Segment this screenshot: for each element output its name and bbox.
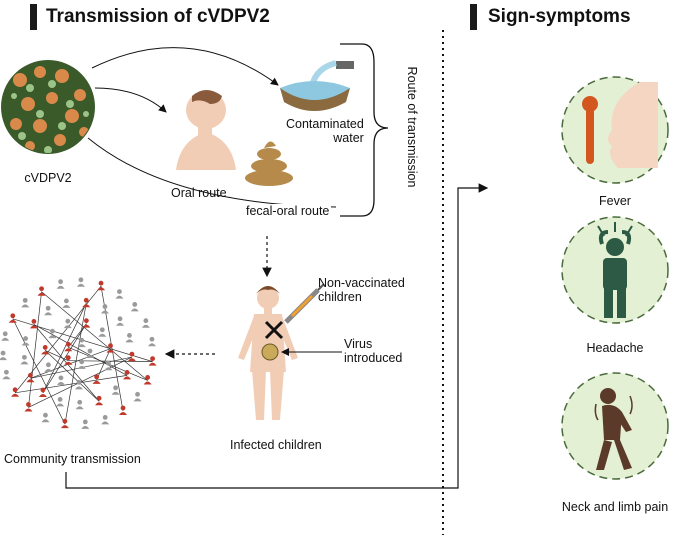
network-link: [15, 375, 128, 394]
infected-person-icon: [8, 313, 17, 323]
infected-person-icon: [64, 341, 73, 352]
fecal-oral-route-label: fecal-oral route: [244, 204, 332, 218]
healthy-person-icon: [41, 412, 50, 423]
network-link: [28, 291, 42, 408]
healthy-person-icon: [21, 297, 30, 308]
healthy-person-icon: [130, 302, 139, 312]
infected-person-icon: [97, 280, 106, 291]
arrow-to-water: [91, 47, 279, 86]
healthy-person-icon: [147, 336, 156, 347]
infected-person-icon: [24, 402, 33, 412]
right-section-title: Sign-symptoms: [488, 6, 631, 27]
healthy-person-icon: [141, 318, 150, 328]
virus-icon: [1, 60, 95, 154]
healthy-person-icon: [104, 360, 113, 371]
infected-person-icon: [11, 387, 20, 397]
connector-to-symptoms: [65, 183, 489, 489]
symptom-label-neck-limb-pain: Neck and limb pain: [561, 500, 669, 514]
healthy-person-icon: [77, 337, 86, 348]
contaminated-water-label: Contaminated water: [286, 117, 364, 145]
infected-person-icon: [82, 297, 91, 308]
healthy-person-icon: [81, 419, 90, 429]
healthy-person-icon: [2, 369, 11, 380]
non-vaccinated-label: Non-vaccinated children: [318, 276, 405, 304]
healthy-person-icon: [56, 375, 65, 385]
infected-person-icon: [29, 318, 38, 329]
network-link: [96, 348, 111, 381]
feces-icon: [245, 141, 293, 186]
network-link: [12, 318, 66, 425]
healthy-person-icon: [75, 399, 84, 410]
infected-children-label: Infected children: [230, 438, 322, 452]
healthy-person-icon: [0, 350, 8, 361]
healthy-person-icon: [56, 396, 65, 407]
network-link: [44, 350, 100, 402]
left-header-bar: [30, 4, 37, 30]
healthy-person-icon: [125, 333, 134, 343]
healthy-person-icon: [44, 362, 53, 372]
healthy-person-icon: [133, 391, 142, 402]
healthy-person-icon: [21, 336, 30, 346]
healthy-person-icon: [20, 354, 29, 365]
infected-person-icon: [143, 375, 152, 385]
arrow-to-oral: [94, 87, 167, 113]
infected-person-icon: [123, 370, 132, 380]
healthy-person-icon: [77, 359, 86, 369]
infected-person-icon: [127, 351, 136, 362]
oral-route-label: Oral route: [171, 186, 227, 200]
infected-person-icon: [106, 343, 115, 353]
virus-label: cVDPV2: [24, 171, 72, 185]
symptom-label-headache: Headache: [586, 341, 644, 355]
network-link: [42, 323, 87, 394]
network-link: [45, 350, 69, 362]
healthy-person-icon: [48, 328, 57, 339]
healthy-person-icon: [116, 316, 125, 326]
infected-person-icon: [37, 286, 46, 296]
syringe-icon: [284, 283, 325, 324]
healthy-person-icon: [1, 331, 10, 341]
cross-mark-icon: [264, 320, 284, 340]
infected-person-icon: [38, 387, 47, 397]
healthy-person-icon: [115, 289, 124, 299]
infected-person-icon: [92, 374, 101, 384]
pain-circle: [561, 372, 669, 480]
infected-person-icon: [95, 395, 104, 406]
healthy-person-icon: [98, 327, 107, 337]
network-link: [64, 303, 87, 425]
healthy-person-icon: [100, 304, 109, 314]
healthy-person-icon: [101, 415, 110, 425]
left-section-title: Transmission of cVDPV2: [46, 6, 270, 27]
community-network-icon: [0, 277, 157, 429]
healthy-person-icon: [63, 318, 72, 329]
symptom-label-fever: Fever: [599, 194, 631, 208]
contaminated-water-icon: [280, 60, 354, 111]
healthy-person-icon: [111, 385, 120, 395]
infected-person-icon: [26, 372, 35, 383]
fever-circle: [561, 76, 669, 184]
infected-person-icon: [64, 355, 73, 365]
healthy-person-icon: [62, 298, 71, 308]
virus-in-child-icon: [261, 343, 279, 361]
community-transmission-label: Community transmission: [4, 452, 141, 466]
route-bracket: [340, 43, 389, 217]
infected-person-icon: [60, 418, 69, 429]
headache-circle: [561, 216, 669, 324]
network-link: [41, 291, 148, 381]
healthy-person-icon: [86, 348, 94, 358]
route-of-transmission-label: Route of transmission: [405, 66, 419, 188]
infected-person-icon: [82, 318, 91, 328]
healthy-person-icon: [76, 277, 85, 287]
virus-introduced-label: Virus introduced: [344, 337, 403, 365]
network-link: [42, 303, 87, 394]
healthy-person-icon: [56, 279, 65, 289]
infected-person-icon: [148, 356, 157, 366]
healthy-person-icon: [44, 305, 53, 316]
oral-route-person-icon: [176, 90, 236, 170]
healthy-person-icon: [74, 379, 83, 390]
infected-person-icon: [41, 345, 50, 355]
right-header-bar: [470, 4, 477, 30]
network-link: [14, 285, 102, 394]
infected-person-icon: [119, 405, 128, 415]
